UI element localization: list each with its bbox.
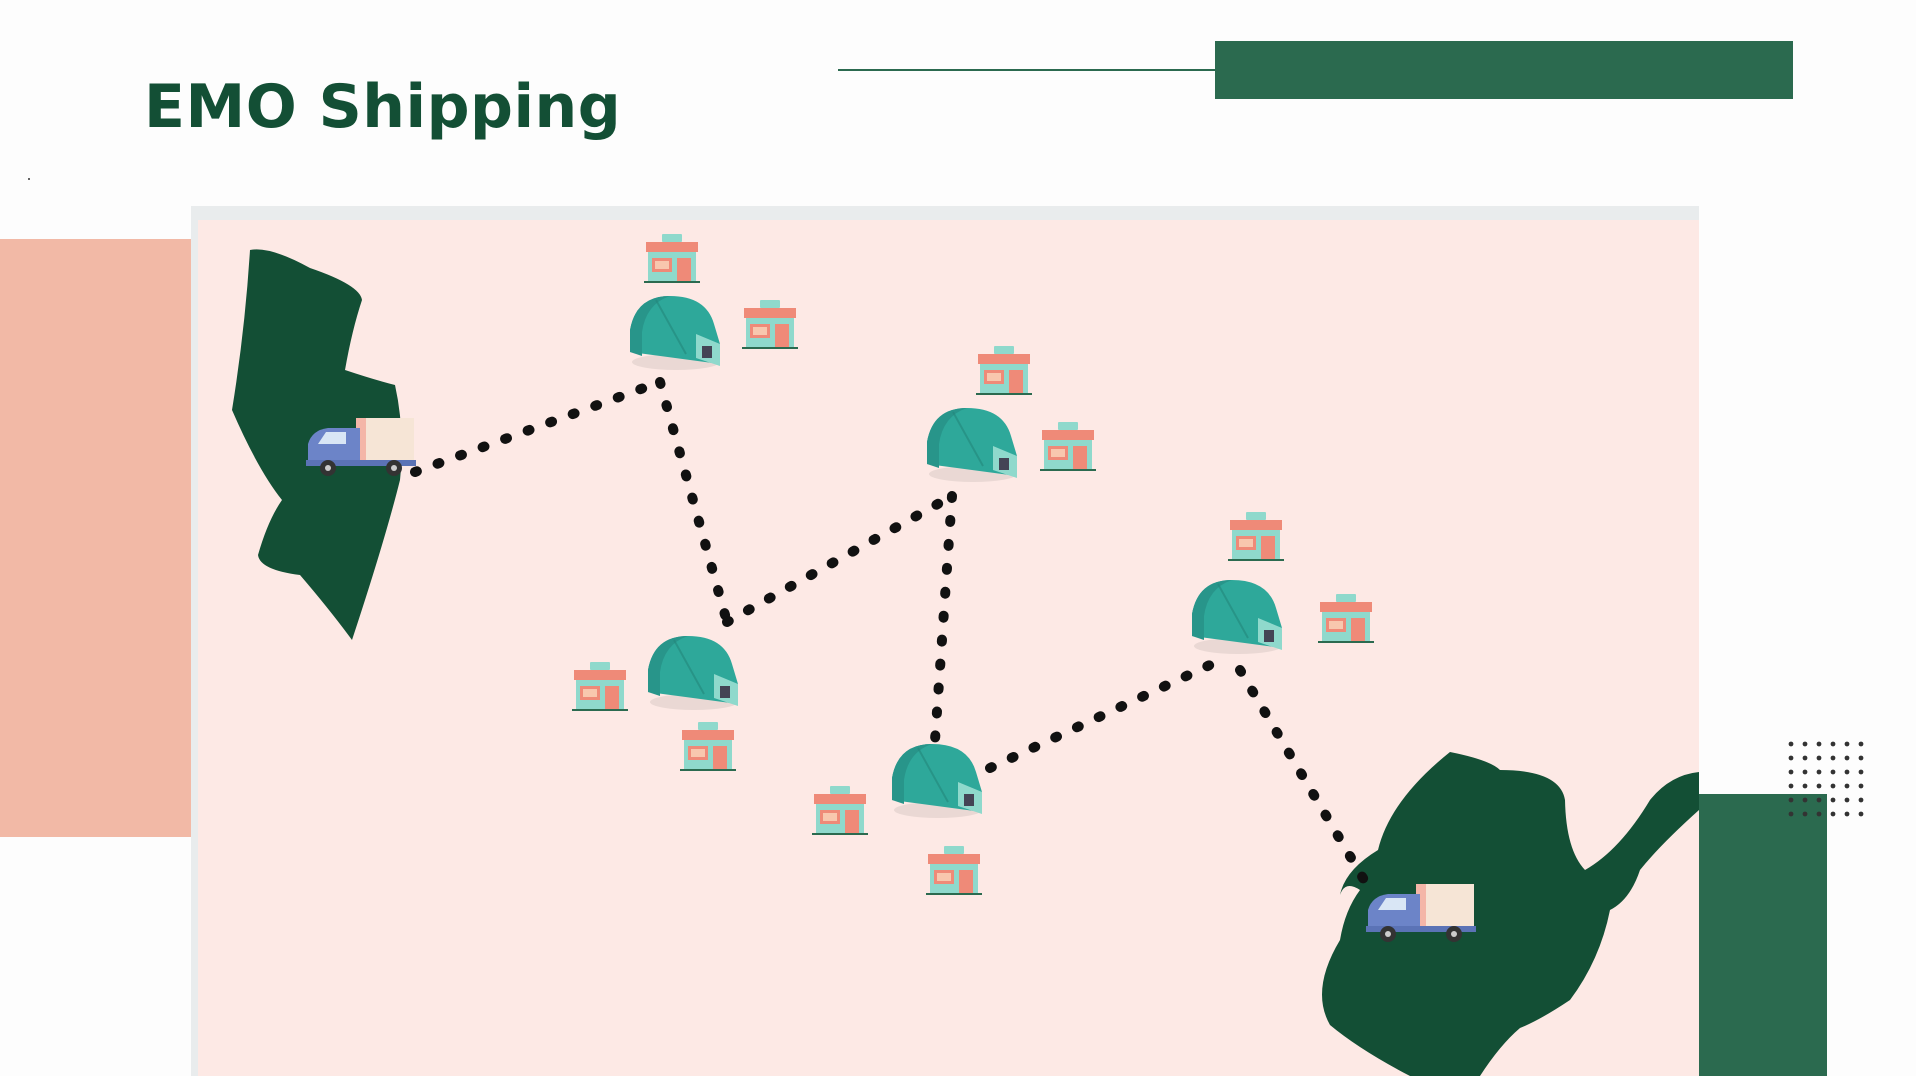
store-icon — [811, 785, 869, 835]
header-divider-line — [838, 69, 1216, 71]
route-segment — [722, 491, 957, 627]
route-segment — [655, 377, 732, 627]
page-title: EMO Shipping — [144, 72, 622, 142]
dot-grid-decoration — [1788, 741, 1864, 817]
route-diagram — [232, 233, 1699, 1076]
warehouse-icon — [1191, 579, 1283, 655]
store-icon — [741, 299, 799, 349]
store-icon — [643, 233, 701, 283]
route-segment — [410, 377, 665, 477]
store-icon — [679, 721, 737, 771]
map-frame — [191, 206, 1699, 1076]
warehouse-icon — [891, 743, 983, 819]
route-segment — [930, 491, 957, 745]
left-accent-block — [0, 239, 192, 837]
header-accent-bar — [1215, 41, 1793, 99]
warehouse-icon — [629, 295, 721, 371]
store-icon — [1227, 511, 1285, 561]
route-segment — [985, 659, 1217, 773]
shipping-map — [198, 220, 1699, 1076]
shipping-routes — [410, 377, 1375, 895]
store-icon — [925, 845, 983, 895]
destination-region — [1322, 752, 1699, 1076]
route-segment — [1235, 665, 1375, 895]
store-icon — [975, 345, 1033, 395]
stray-dot — [28, 178, 30, 180]
store-icon — [1039, 421, 1097, 471]
store-icon — [571, 661, 629, 711]
warehouse-icon — [647, 635, 739, 711]
warehouse-icon — [926, 407, 1018, 483]
bottom-right-accent-block — [1699, 794, 1827, 1076]
store-icon — [1317, 593, 1375, 643]
